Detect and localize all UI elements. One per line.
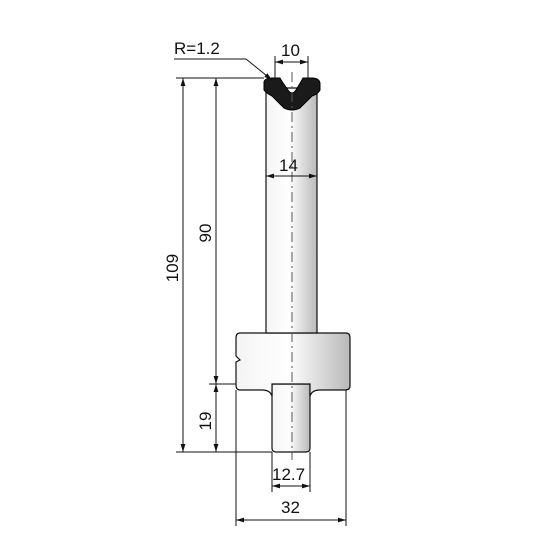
dimension-total-height: 109 <box>163 78 186 452</box>
tool-tang <box>271 383 311 453</box>
body-width-label: 14 <box>279 156 298 175</box>
dimension-shoulder-width: 32 <box>235 390 347 526</box>
dimension-height-90: 90 <box>196 78 219 384</box>
height-90-label: 90 <box>196 224 215 243</box>
tang-width-label: 12.7 <box>272 465 305 484</box>
tool-shoulder <box>235 332 351 397</box>
shoulder-width-label: 32 <box>281 498 300 517</box>
radius-label: R=1.2 <box>174 39 220 58</box>
dimension-body-width: 14 <box>266 156 317 179</box>
groove-width-label: 10 <box>281 41 300 60</box>
dimension-groove-width: 10 <box>274 41 309 80</box>
total-height-label: 109 <box>163 254 182 282</box>
dimension-tang-width: 12.7 <box>271 452 311 492</box>
dimension-tang-height: 19 <box>196 384 219 452</box>
tang-height-label: 19 <box>196 412 215 431</box>
tool-body <box>235 72 351 460</box>
radius-callout: R=1.2 <box>174 39 273 81</box>
